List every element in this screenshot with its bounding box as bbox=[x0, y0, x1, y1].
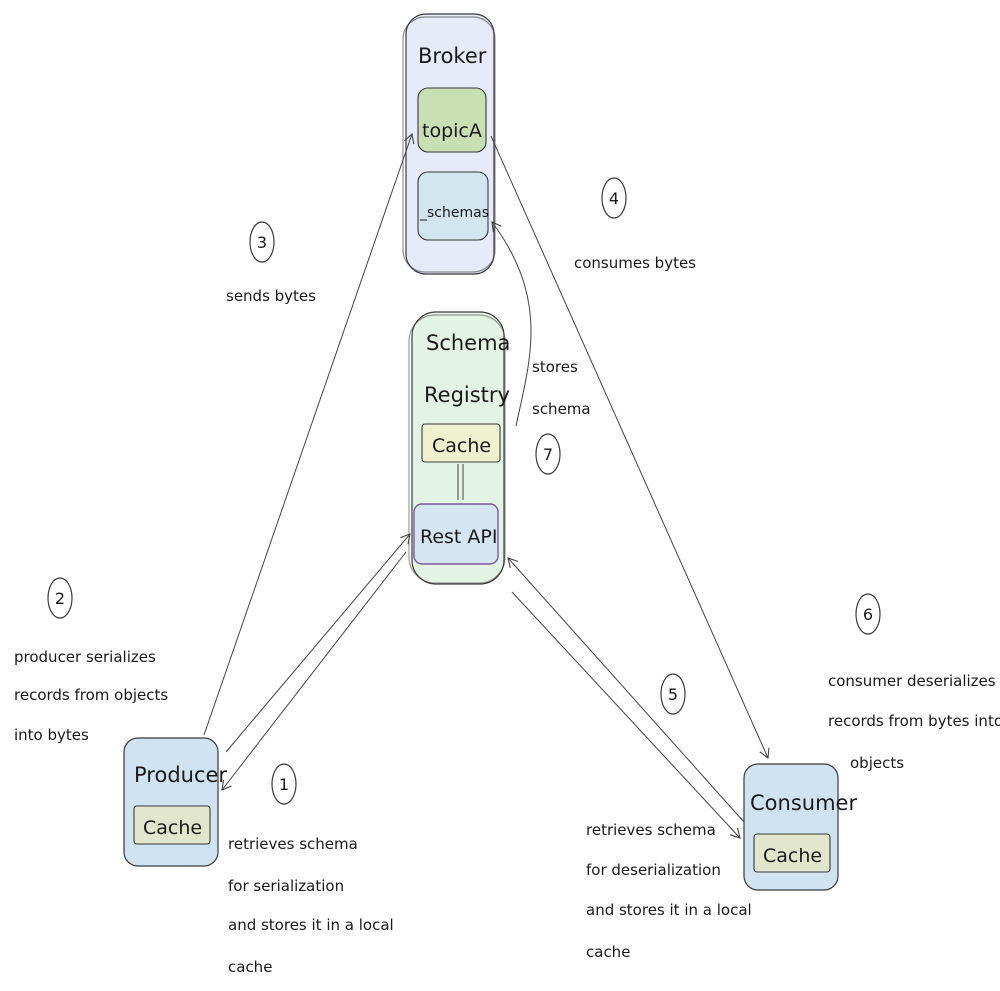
step-2-description: producer serializes records from objects… bbox=[14, 648, 168, 744]
step-7-description: stores schema bbox=[532, 358, 591, 418]
step-6-description: consumer deserializes records from bytes… bbox=[828, 672, 1000, 772]
step-5-line-2: for deserialization bbox=[586, 861, 721, 879]
registry-cache-label: Cache bbox=[432, 435, 491, 457]
step-5-line-1: retrieves schema bbox=[586, 821, 716, 839]
step-2-line-1: producer serializes bbox=[14, 648, 156, 666]
step-1-line-2: for serialization bbox=[228, 877, 344, 895]
store-schema-arrow bbox=[491, 221, 532, 427]
step-6-number: 6 bbox=[863, 605, 873, 624]
producer-request-schema-arrow bbox=[225, 533, 411, 753]
step-4-line-1: consumes bytes bbox=[574, 254, 696, 272]
rest-api-box bbox=[413, 503, 499, 565]
step-7-circle bbox=[535, 433, 561, 475]
consumer-cache-box bbox=[753, 833, 831, 873]
step-3-circle bbox=[249, 221, 275, 263]
topic-label: topicA bbox=[422, 120, 482, 142]
registry-cache-box bbox=[421, 423, 501, 463]
step-6-line-3: objects bbox=[850, 754, 904, 772]
step-6-line-1: consumer deserializes bbox=[828, 672, 996, 690]
step-3-description: sends bytes bbox=[226, 287, 316, 305]
consume-bytes-arrow bbox=[490, 135, 770, 760]
consumer-request-schema-arrow bbox=[507, 557, 745, 823]
schemas-label: _schemas bbox=[419, 205, 489, 221]
step-4-description: consumes bytes bbox=[574, 254, 696, 272]
step-1-line-4: cache bbox=[228, 958, 272, 976]
step-6-circle bbox=[855, 593, 881, 635]
step-6-line-2: records from bytes into bbox=[828, 712, 1000, 730]
step-5-number: 5 bbox=[668, 685, 678, 704]
step-3: 3 bbox=[249, 221, 275, 263]
topic-box bbox=[417, 87, 487, 153]
schema-registry-node: Schema Registry Cache Rest API bbox=[408, 311, 510, 585]
step-7-line-2: schema bbox=[532, 400, 591, 418]
consumer-node: Consumer Cache bbox=[743, 763, 857, 891]
schemas-box bbox=[417, 171, 489, 241]
step-4-circle bbox=[601, 177, 627, 219]
step-1: 1 bbox=[271, 763, 297, 805]
step-4: 4 bbox=[601, 177, 627, 219]
step-4-number: 4 bbox=[609, 189, 619, 208]
step-5-line-4: cache bbox=[586, 943, 630, 961]
broker-node: Broker topicA _schemas bbox=[402, 13, 496, 275]
step-5-line-3: and stores it in a local bbox=[586, 901, 752, 919]
broker-label: Broker bbox=[418, 44, 487, 68]
step-5-description: retrieves schema for deserialization and… bbox=[586, 821, 752, 961]
producer-label: Producer bbox=[134, 763, 227, 787]
producer-box bbox=[123, 737, 219, 867]
step-6: 6 bbox=[855, 593, 881, 635]
step-1-line-3: and stores it in a local bbox=[228, 916, 394, 934]
producer-node: Producer Cache bbox=[123, 737, 227, 867]
rest-api-label: Rest API bbox=[420, 526, 497, 548]
consumer-receive-schema-arrow bbox=[511, 591, 741, 839]
step-7-number: 7 bbox=[543, 445, 553, 464]
producer-cache-label: Cache bbox=[143, 817, 202, 839]
step-2-circle bbox=[47, 577, 73, 619]
send-bytes-arrow bbox=[203, 132, 415, 736]
consumer-label: Consumer bbox=[750, 791, 857, 815]
step-7: 7 bbox=[535, 433, 561, 475]
step-2-line-3: into bytes bbox=[14, 726, 89, 744]
producer-cache-box bbox=[133, 805, 211, 845]
step-1-description: retrieves schema for serialization and s… bbox=[228, 835, 394, 976]
schema-registry-label-line2: Registry bbox=[424, 383, 510, 407]
schema-registry-label-line1: Schema bbox=[426, 331, 510, 355]
step-1-circle bbox=[271, 763, 297, 805]
consumer-cache-label: Cache bbox=[763, 845, 822, 867]
step-2-line-2: records from objects bbox=[14, 686, 168, 704]
step-3-number: 3 bbox=[257, 233, 267, 252]
step-5-circle bbox=[660, 673, 686, 715]
producer-receive-schema-arrow bbox=[221, 551, 407, 791]
step-3-line-1: sends bytes bbox=[226, 287, 316, 305]
step-1-number: 1 bbox=[279, 775, 289, 794]
step-1-line-1: retrieves schema bbox=[228, 835, 358, 853]
step-2-number: 2 bbox=[55, 589, 65, 608]
step-5: 5 bbox=[660, 673, 686, 715]
step-2: 2 bbox=[47, 577, 73, 619]
step-7-line-1: stores bbox=[532, 358, 578, 376]
